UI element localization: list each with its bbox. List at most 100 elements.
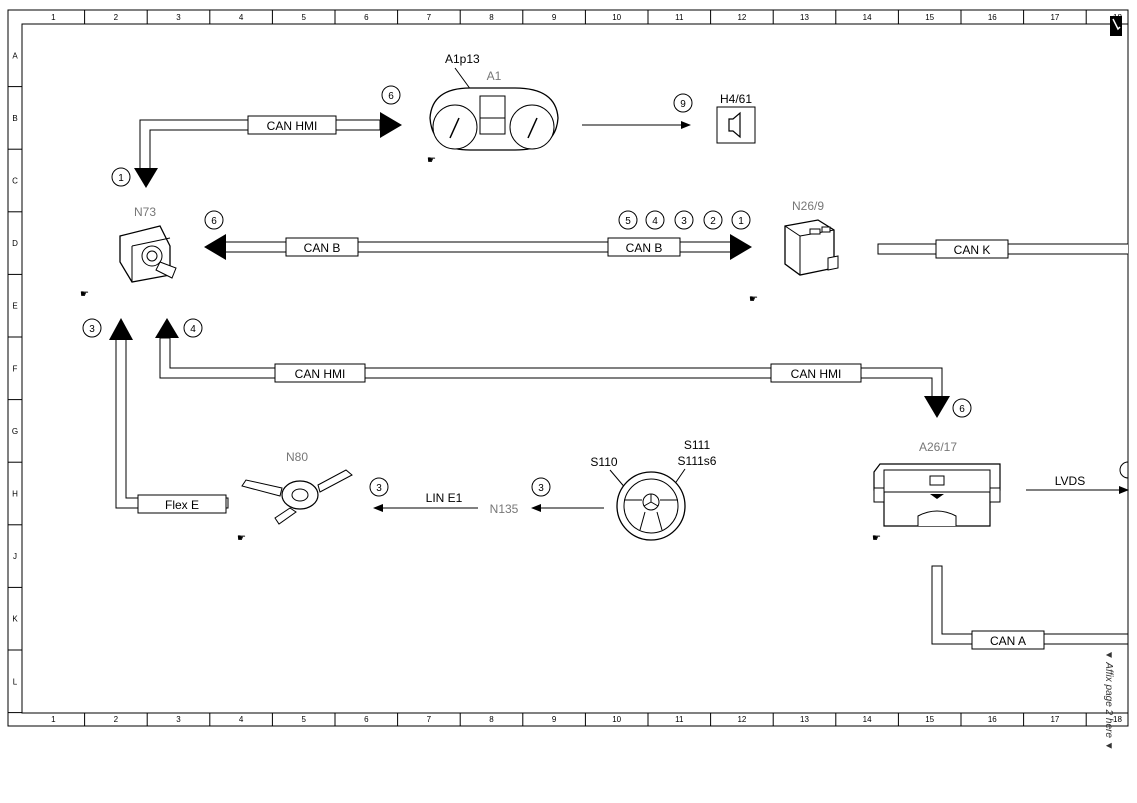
grid-column-label: 17 xyxy=(1050,715,1059,724)
svg-text:6: 6 xyxy=(388,91,394,102)
grid-row-label: D xyxy=(12,239,18,248)
circle-marker-1: 1 xyxy=(731,210,751,230)
svg-text:2: 2 xyxy=(710,216,716,227)
ignition-switch-n73: N73 xyxy=(119,205,177,283)
head-unit-a26-17: A26/17 xyxy=(873,440,1001,527)
grid-column-label: 6 xyxy=(364,715,369,724)
svg-text:4: 4 xyxy=(190,324,196,335)
control-module-n26-9: N26/9 xyxy=(784,199,839,276)
grid-row-label: H xyxy=(12,490,18,499)
grid-column-label: 11 xyxy=(675,13,684,22)
instrument-cluster-a1: A1p13 A1 xyxy=(429,52,559,151)
can-hmi-middle-wire: CAN HMI CAN HMI xyxy=(155,318,950,418)
grid-column-label: 6 xyxy=(364,13,369,22)
grid-column-label: 9 xyxy=(552,13,557,22)
circle-marker-4-left: 4 xyxy=(183,318,203,338)
grid-column-label: 11 xyxy=(675,715,684,724)
circle-marker-5: 5 xyxy=(618,210,638,230)
grid-column-label: 15 xyxy=(925,13,934,22)
grid-column-label: 7 xyxy=(427,13,432,22)
reference-hand-icon-n26: ☛ xyxy=(749,294,758,305)
can-hmi-mid-right-label: CAN HMI xyxy=(791,367,842,381)
grid-column-label: 10 xyxy=(612,715,621,724)
circle-marker-2: 2 xyxy=(703,210,723,230)
grid-column-label: 12 xyxy=(737,13,746,22)
grid-column-label: 7 xyxy=(427,715,432,724)
grid-column-label: 16 xyxy=(988,13,997,22)
grid-column-label: 4 xyxy=(239,715,244,724)
grid-column-label: 10 xyxy=(612,13,621,22)
grid-row-label: C xyxy=(12,177,18,186)
a1p13-label: A1p13 xyxy=(445,52,480,66)
grid-row-label: J xyxy=(13,552,17,561)
circle-marker-3-n80: 3 xyxy=(369,477,389,497)
grid-row-label: F xyxy=(13,364,18,373)
grid-column-label: 5 xyxy=(301,13,306,22)
n135-label: N135 xyxy=(490,502,519,516)
svg-text:3: 3 xyxy=(89,324,95,335)
grid-column-label: 2 xyxy=(114,715,119,724)
a1-label: A1 xyxy=(487,69,502,83)
svg-text:5: 5 xyxy=(625,216,631,227)
grid-column-label: 8 xyxy=(489,13,494,22)
circle-marker-6-n73: 6 xyxy=(204,210,224,230)
svg-text:9: 9 xyxy=(680,99,686,110)
affix-page-note: ▼ Affix page 2 here ▼ xyxy=(1103,650,1114,751)
grid-column-label: 18 xyxy=(1113,715,1122,724)
speaker-h4-61: H4/61 xyxy=(716,92,756,144)
svg-text:6: 6 xyxy=(211,216,217,227)
s111-label: S111 xyxy=(684,438,711,452)
can-k-label: CAN K xyxy=(954,243,991,257)
svg-text:3: 3 xyxy=(681,216,687,227)
grid-column-label: 14 xyxy=(863,13,872,22)
can-hmi-top-wire: CAN HMI xyxy=(134,112,402,188)
lin-e1-label: LIN E1 xyxy=(426,491,463,505)
can-b-wire: CAN B CAN B xyxy=(204,234,752,260)
can-a-wire: CAN A xyxy=(931,565,1129,650)
flex-e-wire: Flex E xyxy=(109,318,229,514)
svg-text:3: 3 xyxy=(538,483,544,494)
flex-e-label: Flex E xyxy=(165,498,199,512)
grid-column-label: 8 xyxy=(489,715,494,724)
h4-61-label: H4/61 xyxy=(720,92,752,106)
grid-column-label: 15 xyxy=(925,715,934,724)
circle-marker-3-n135: 3 xyxy=(531,477,551,497)
reference-hand-icon-a1: ☛ xyxy=(427,155,436,166)
can-b-right-label: CAN B xyxy=(626,241,663,255)
grid-column-label: 5 xyxy=(301,715,306,724)
grid-column-label: 9 xyxy=(552,715,557,724)
circle-marker-4: 4 xyxy=(645,210,665,230)
a26-17-label: A26/17 xyxy=(919,440,957,454)
reference-hand-icon-n73: ☛ xyxy=(80,289,89,300)
can-hmi-mid-left-label: CAN HMI xyxy=(295,367,346,381)
grid-column-label: 2 xyxy=(114,13,119,22)
reference-hand-icon-a26: ☛ xyxy=(872,533,881,544)
svg-text:4: 4 xyxy=(652,216,658,227)
grid-column-label: 16 xyxy=(988,715,997,724)
lvds-partial-circle xyxy=(1119,461,1129,479)
svg-text:1: 1 xyxy=(738,216,744,227)
can-k-wire: CAN K xyxy=(877,239,1128,259)
circle-marker-6-top: 6 xyxy=(381,85,401,105)
frame-inner xyxy=(21,23,1129,714)
svg-text:6: 6 xyxy=(959,404,965,415)
grid-column-label: 12 xyxy=(737,715,746,724)
svg-text:3: 3 xyxy=(376,483,382,494)
n73-label: N73 xyxy=(134,205,156,219)
grid-column-label: 13 xyxy=(800,715,809,724)
steering-wheel: S110 S111 S111s6 xyxy=(590,438,717,541)
can-b-left-label: CAN B xyxy=(304,241,341,255)
can-a-label: CAN A xyxy=(990,634,1026,648)
n26-9-label: N26/9 xyxy=(792,199,824,213)
steering-column-module-n80: N80 xyxy=(241,450,353,525)
lvds-label: LVDS xyxy=(1055,474,1085,488)
can-hmi-top-label: CAN HMI xyxy=(267,119,318,133)
grid-column-label: 1 xyxy=(51,715,56,724)
circle-marker-1-left: 1 xyxy=(111,167,131,187)
circle-marker-3: 3 xyxy=(674,210,694,230)
grid-row-label: A xyxy=(12,51,18,60)
grid-column-label: 4 xyxy=(239,13,244,22)
svg-text:1: 1 xyxy=(118,173,124,184)
